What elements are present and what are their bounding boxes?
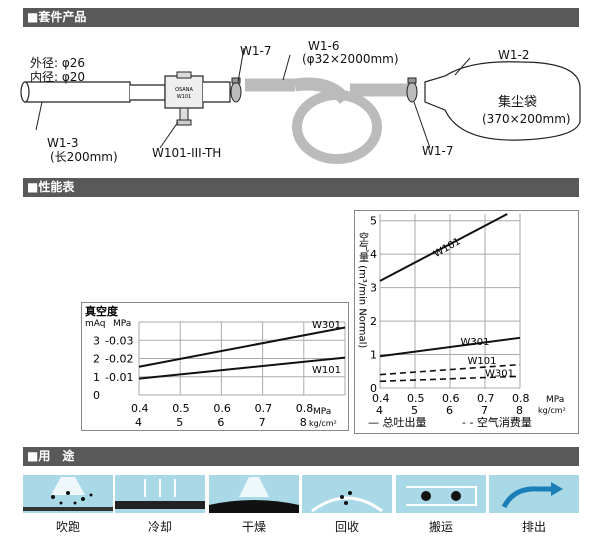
kit-diagram: OSANA W101: [20, 47, 581, 164]
y-unit-maq: mAq: [85, 319, 105, 329]
y-tick-maq: 3: [93, 334, 100, 347]
x-tick-kg: 6: [217, 416, 224, 429]
y-tick-mpa: -0.03: [105, 334, 133, 347]
w1-7-bottom-label: W1-7: [422, 144, 454, 158]
w1-6-hose: [245, 77, 408, 164]
vacuum-chart-frame: [81, 302, 349, 431]
series-label-w301-solid: W301: [461, 337, 490, 348]
y-tick: 1: [370, 349, 377, 362]
w101-label: W101-III-TH: [152, 146, 222, 160]
x-tick-kg: 7: [259, 416, 266, 429]
vacuum-chart-title: 真空度: [85, 304, 119, 318]
w1-7-clamp-right: [406, 77, 418, 103]
usage-label-dry: 干燥: [241, 520, 266, 534]
section-header-kit: ■套件产品: [23, 8, 579, 27]
w1-2-label: W1-2: [498, 48, 530, 62]
w101-device: OSANA W101: [164, 71, 231, 126]
x-tick-kg: 5: [176, 416, 183, 429]
x-tick-kg: 6: [446, 404, 453, 417]
x-tick-mpa: 0.8: [512, 392, 530, 405]
legend-air: - - 空气消费量: [462, 415, 532, 429]
x-tick-mpa: 0.7: [477, 392, 495, 405]
y-tick-maq: 1: [93, 371, 100, 384]
y-tick-mpa: -0.02: [105, 353, 133, 366]
series-label-w301: W301: [312, 320, 341, 331]
x-unit-mpa: MPa: [313, 407, 331, 417]
usage-cool: [115, 475, 205, 513]
dust-bag: [424, 61, 581, 141]
x-tick-mpa: 0.6: [442, 392, 460, 405]
y-tick: 0: [370, 382, 377, 395]
w1-3-label: W1-3: [47, 136, 79, 150]
svg-text:OSANA: OSANA: [175, 87, 193, 93]
series-line-w101-solid: [379, 213, 508, 282]
usage-convey: [396, 475, 486, 513]
usage-label-cool: 冷却: [147, 520, 172, 534]
usage-label-collect: 回收: [334, 520, 359, 534]
w1-7-top-label: W1-7: [240, 44, 272, 58]
usage-collect: [302, 475, 392, 513]
w1-6-label: W1-6: [308, 39, 340, 53]
series-line-w301-solid: [379, 336, 521, 358]
x-unit-kg: kg/cm²: [309, 419, 337, 428]
dust-bag-label: 集尘袋: [498, 95, 538, 110]
y-tick-maq: 0: [93, 389, 100, 402]
w1-3-length-label: (长200mm): [50, 150, 118, 164]
legend-total: — 总吐出量: [368, 415, 427, 429]
x-tick-kg: 4: [376, 404, 383, 417]
y-tick-mpa: -0.01: [105, 371, 133, 384]
air-x-unit-mpa: MPa: [546, 395, 564, 405]
air-chart-ylabel: 空气量 (m³/min Normal): [357, 231, 369, 349]
series-label-w101-dashed: W101: [468, 356, 497, 367]
x-tick-mpa: 0.6: [213, 402, 231, 415]
w1-6-size-label: (φ32×2000mm): [302, 52, 399, 66]
y-tick-maq: 2: [93, 353, 100, 366]
x-tick-mpa: 0.5: [407, 392, 425, 405]
usage-label-blow: 吹跑: [55, 520, 80, 534]
x-tick-kg: 8: [300, 416, 307, 429]
x-tick-kg: 7: [481, 404, 488, 417]
usage-label-convey: 搬运: [428, 520, 453, 534]
x-tick-kg: 4: [135, 416, 142, 429]
svg-text:W101: W101: [177, 94, 192, 100]
x-tick-kg: 8: [516, 404, 523, 417]
w1-7-clamp-left: [230, 77, 242, 103]
series-line-w301: [138, 326, 346, 368]
outer-diameter-label: 外径: φ26: [30, 56, 86, 70]
usage-label-discharge: 排出: [521, 520, 546, 534]
series-label-w301-dashed: W301: [485, 368, 514, 379]
usage-discharge: [489, 475, 579, 513]
x-tick-kg: 5: [411, 404, 418, 417]
y-unit-mpa: MPa: [113, 319, 131, 329]
dust-bag-size-label: (370×200mm): [482, 112, 571, 126]
series-label-w101: W101: [312, 365, 341, 376]
w1-3-tube: [20, 81, 166, 103]
x-tick-mpa: 0.4: [131, 402, 149, 415]
series-line-w301-dashed: [379, 375, 521, 383]
series-label-w101-solid: W101: [432, 236, 463, 260]
x-tick-mpa: 0.4: [372, 392, 390, 405]
air-chart-frame: [354, 210, 579, 434]
air-x-unit-kg: kg/cm²: [538, 406, 566, 415]
x-tick-mpa: 0.7: [255, 402, 273, 415]
series-line-w101: [138, 356, 346, 380]
y-tick: 2: [370, 315, 377, 328]
series-line-w101-dashed: [379, 363, 521, 376]
section-header-performance: ■性能表: [23, 178, 579, 197]
y-tick: 3: [370, 282, 377, 295]
y-tick: 5: [370, 215, 377, 228]
y-tick: 4: [370, 248, 377, 261]
x-tick-mpa: 0.8: [296, 402, 314, 415]
x-tick-mpa: 0.5: [172, 402, 190, 415]
usage-dry: [209, 475, 299, 513]
usage-blow: [23, 475, 113, 513]
inner-diameter-label: 内径: φ20: [30, 70, 86, 84]
section-header-usage: ■用 途: [23, 447, 579, 466]
